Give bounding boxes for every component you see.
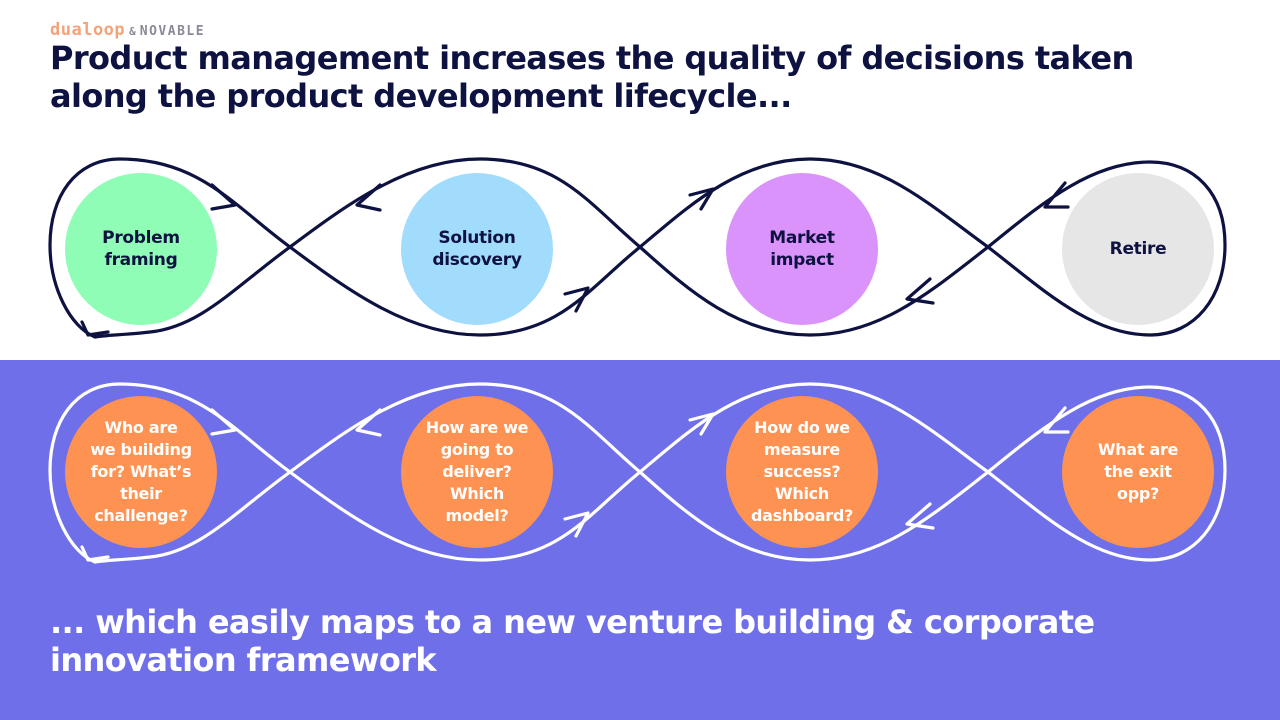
stage-retire: Retire [1062,173,1214,325]
arrow-icon [688,187,715,211]
arrow-icon [563,286,590,313]
question-how-to-measure-success: How do we measure success? Which dashboa… [726,396,878,548]
question-how-to-deliver: How are we going to deliver? Which model… [401,396,553,548]
arrow-icon [905,502,935,530]
stage-solution-discovery: Solution discovery [401,173,553,325]
arrow-icon [355,183,382,212]
product-lifecycle-loop [48,157,1227,339]
loop-path [48,382,1227,564]
dualoop-logo: dualoop [50,20,126,40]
loop-path [48,157,1227,339]
stage-problem-framing: Problem framing [65,173,217,325]
novable-logo: NOVABLE [139,24,206,39]
arrow-icon [1043,181,1070,209]
arrow-icon [563,511,590,538]
arrow-icon [80,545,110,562]
arrow-icon [1043,406,1070,434]
brand-logos: dualoop & NOVABLE [50,20,205,40]
question-exit-opp: What are the exit opp? [1062,396,1214,548]
question-who-are-we-building-for: Who are we building for? What’s their ch… [65,396,217,548]
arrow-icon [905,277,935,305]
page-subtitle: ... which easily maps to a new venture b… [50,603,1095,679]
page-title: Product management increases the quality… [50,39,1134,115]
stage-market-impact: Market impact [726,173,878,325]
arrow-icon [80,320,110,337]
arrow-icon [355,408,382,437]
brand-separator: & [129,25,136,38]
venture-building-band [0,360,1280,720]
arrow-icon [688,412,715,436]
arrow-icon [210,408,237,436]
arrow-icon [210,183,237,211]
venture-building-loop [48,382,1227,564]
